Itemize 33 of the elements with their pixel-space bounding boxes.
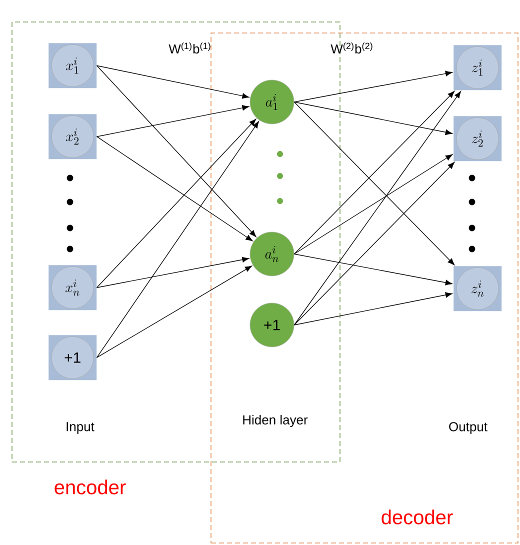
arrow — [294, 154, 453, 254]
arrow — [96, 65, 256, 238]
arrow — [294, 254, 452, 286]
arrow — [96, 136, 253, 242]
input-neuron: $z_n^i$ — [454, 266, 502, 312]
input-neuron: $x_2^i$ — [48, 114, 97, 160]
weight-label: W$^{(2)}$b$^{(2)}$ — [330, 42, 372, 54]
arrow — [294, 102, 452, 135]
arrow — [96, 266, 252, 358]
hidden-neuron: $a_n^i$ — [250, 232, 294, 276]
layer-label: Output — [449, 422, 488, 434]
layer-label: Input — [66, 422, 94, 434]
hidden-neuron: $a_1^i$ — [250, 80, 294, 124]
weight-label: W$^{(1)}$b$^{(1)}$ — [168, 42, 210, 54]
input-neuron: $z_2^i$ — [454, 116, 502, 162]
frame-title: decoder — [382, 510, 453, 524]
arrow — [96, 256, 250, 288]
input-neuron: +1 — [48, 335, 97, 380]
arrow — [294, 292, 452, 326]
input-neuron: $z_1^i$ — [454, 45, 502, 90]
arrow — [96, 121, 259, 358]
dashed-frame — [210, 32, 518, 544]
input-neuron: $x_1^i$ — [48, 43, 97, 88]
arrow — [96, 65, 250, 99]
arrow — [294, 70, 452, 102]
input-neuron: $x_n^i$ — [48, 265, 97, 310]
arrow — [294, 91, 461, 326]
hidden-neuron: +1 — [250, 302, 294, 348]
arrow — [96, 105, 250, 137]
layer-label: Hiden layer — [243, 414, 308, 428]
arrow — [294, 162, 455, 326]
frame-title: encoder — [54, 480, 126, 494]
arrow — [96, 118, 256, 288]
